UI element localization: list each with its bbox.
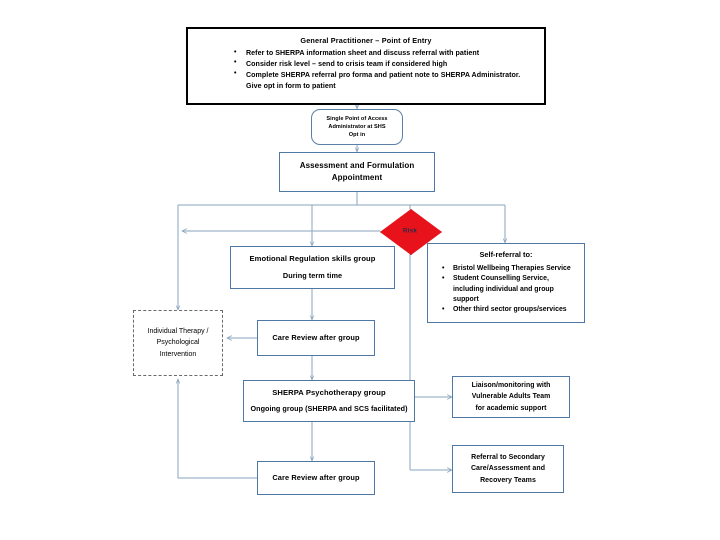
care-review-title: Care Review after group	[272, 333, 360, 343]
spoa-line: Administrator at SHS	[328, 123, 386, 130]
liaison-monitoring-box: Liaison/monitoring with Vulnerable Adult…	[452, 376, 570, 418]
care-review-title: Care Review after group	[272, 473, 360, 483]
self-referral-bullet: Bristol Wellbeing Therapies Service	[442, 263, 576, 274]
sherpa-psychotherapy-group-box: SHERPA Psychotherapy group Ongoing group…	[243, 380, 415, 422]
risk-label: Risk	[402, 227, 418, 235]
secondary-care-line: Referral to Secondary	[471, 454, 545, 462]
sherpa-group-subtitle: Ongoing group (SHERPA and SCS facilitate…	[250, 404, 408, 414]
emotional-regulation-subtitle: During term time	[282, 271, 343, 281]
assessment-line: Appointment	[331, 173, 383, 182]
gp-box-bullet-list: Refer to SHERPA information sheet and di…	[194, 48, 538, 92]
self-referral-bullet: Student Counselling Service, including i…	[442, 274, 576, 305]
individual-therapy-line: Psychological	[156, 339, 200, 347]
gp-box-heading: General Practitioner – Point of Entry	[300, 36, 432, 45]
liaison-line: Vulnerable Adults Team	[471, 393, 551, 401]
emotional-regulation-title: Emotional Regulation skills group	[249, 253, 376, 263]
sherpa-group-title: SHERPA Psychotherapy group	[272, 387, 386, 397]
single-point-of-access-box: Single Point of Access Administrator at …	[311, 109, 403, 145]
individual-therapy-line: Intervention	[159, 350, 197, 358]
individual-therapy-line: Individual Therapy /	[147, 327, 209, 335]
emotional-regulation-group-box: Emotional Regulation skills group During…	[230, 246, 395, 289]
self-referral-bullet-list: Bristol Wellbeing Therapies Service Stud…	[432, 263, 580, 316]
assessment-formulation-box: Assessment and Formulation Appointment	[279, 152, 435, 192]
care-review-after-group-box-1: Care Review after group	[257, 320, 375, 356]
secondary-care-line: Recovery Teams	[480, 476, 536, 484]
self-referral-bullet: Other third sector groups/services	[442, 305, 576, 316]
self-referral-box: Self-referral to: Bristol Wellbeing Ther…	[427, 243, 585, 323]
spoa-line: Opt in	[348, 132, 366, 139]
gp-box-bullet: Consider risk level – send to crisis tea…	[234, 58, 532, 70]
liaison-line: for academic support	[475, 404, 547, 412]
individual-therapy-box: Individual Therapy / Psychological Inter…	[133, 310, 223, 376]
secondary-care-line: Care/Assessment and	[470, 465, 546, 473]
secondary-care-referral-box: Referral to Secondary Care/Assessment an…	[452, 445, 564, 493]
gp-point-of-entry-box: General Practitioner – Point of Entry Re…	[186, 27, 546, 105]
care-review-after-group-box-2: Care Review after group	[257, 461, 375, 495]
gp-box-bullet: Complete SHERPA referral pro forma and p…	[234, 69, 532, 92]
assessment-line: Assessment and Formulation	[299, 161, 415, 170]
gp-box-bullet: Refer to SHERPA information sheet and di…	[234, 48, 532, 59]
risk-decision-diamond: Risk	[380, 209, 442, 255]
self-referral-heading: Self-referral to:	[479, 250, 533, 259]
spoa-line: Single Point of Access	[326, 115, 388, 122]
liaison-line: Liaison/monitoring with	[471, 382, 551, 390]
